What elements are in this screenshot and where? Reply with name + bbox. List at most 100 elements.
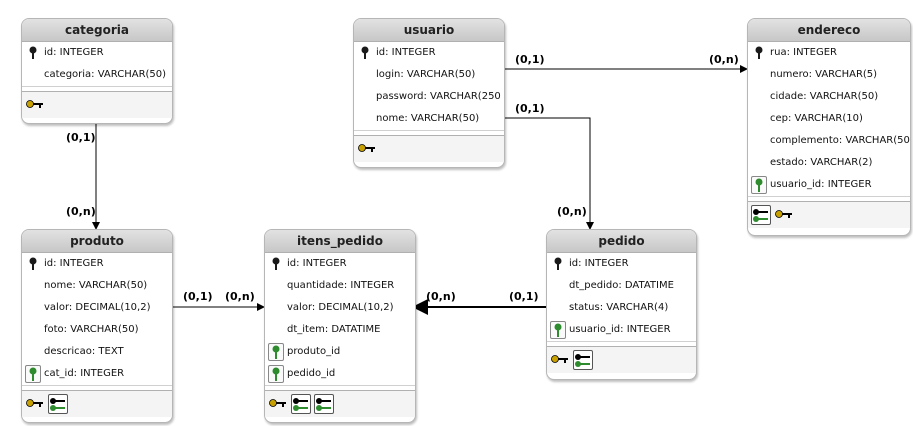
field-row[interactable]: descricao: TEXT <box>22 341 172 363</box>
field-row[interactable]: password: VARCHAR(250 <box>354 86 504 108</box>
index-section <box>22 390 172 417</box>
primary-key-icon <box>29 257 37 270</box>
entity-title: endereco <box>748 19 910 42</box>
foreign-key-index-icon <box>573 350 593 370</box>
primary-key-icon <box>29 46 37 59</box>
entity-produto[interactable]: produto id: INTEGER nome: VARCHAR(50) va… <box>21 229 173 423</box>
field-text: valor: DECIMAL(10,2) <box>44 302 151 313</box>
field-row[interactable]: dt_item: DATATIME <box>265 319 415 341</box>
field-row[interactable]: rua: INTEGER <box>748 42 910 64</box>
field-text: usuario_id: INTEGER <box>770 179 872 190</box>
index-key-icon <box>358 144 375 152</box>
field-text: quantidade: INTEGER <box>287 280 395 291</box>
index-section <box>748 201 910 228</box>
entity-categoria[interactable]: categoria id: INTEGER categoria: VARCHAR… <box>21 18 173 124</box>
field-row[interactable]: foto: VARCHAR(50) <box>22 319 172 341</box>
field-row[interactable]: id: INTEGER <box>547 253 696 275</box>
cardinality-label: (0,1) <box>515 53 545 66</box>
cardinality-label: (0,n) <box>557 205 587 218</box>
field-row[interactable]: usuario_id: INTEGER <box>748 174 910 196</box>
field-text: complemento: VARCHAR(50) <box>770 135 911 146</box>
primary-key-icon <box>755 46 763 59</box>
foreign-key-index-icon <box>48 394 68 414</box>
foreign-key-icon <box>751 176 767 194</box>
field-row[interactable]: id: INTEGER <box>22 253 172 275</box>
cardinality-label: (0,n) <box>426 290 456 303</box>
field-row[interactable]: quantidade: INTEGER <box>265 275 415 297</box>
field-text: valor: DECIMAL(10,2) <box>287 302 394 313</box>
cardinality-label: (0,1) <box>183 290 213 303</box>
field-text: descricao: TEXT <box>44 346 124 357</box>
field-text: numero: VARCHAR(5) <box>770 69 878 80</box>
index-section <box>547 346 696 373</box>
foreign-key-index-icon <box>314 394 334 414</box>
entity-title: pedido <box>547 230 696 253</box>
foreign-key-icon <box>268 343 284 361</box>
foreign-key-icon <box>268 365 284 383</box>
field-row[interactable]: id: INTEGER <box>354 42 504 64</box>
field-text: usuario_id: INTEGER <box>569 324 671 335</box>
field-text: id: INTEGER <box>287 258 347 269</box>
cardinality-label: (0,1) <box>509 290 539 303</box>
foreign-key-index-icon <box>751 205 771 225</box>
field-text: id: INTEGER <box>44 258 104 269</box>
field-text: pedido_id <box>287 368 336 379</box>
field-text: dt_item: DATATIME <box>287 324 381 335</box>
field-text: estado: VARCHAR(2) <box>770 157 873 168</box>
foreign-key-index-icon <box>291 394 311 414</box>
foreign-key-icon <box>25 365 41 383</box>
field-text: password: VARCHAR(250 <box>376 91 501 102</box>
field-text: cep: VARCHAR(10) <box>770 113 863 124</box>
primary-key-icon <box>272 257 280 270</box>
field-row[interactable]: pedido_id <box>265 363 415 385</box>
field-row[interactable]: status: VARCHAR(4) <box>547 297 696 319</box>
cardinality-label: (0,n) <box>709 53 739 66</box>
entity-title: itens_pedido <box>265 230 415 253</box>
index-section <box>354 135 504 162</box>
field-row[interactable]: complemento: VARCHAR(50) <box>748 130 910 152</box>
field-text: nome: VARCHAR(50) <box>44 280 148 291</box>
field-row[interactable]: categoria: VARCHAR(50) <box>22 64 172 86</box>
field-text: status: VARCHAR(4) <box>569 302 669 313</box>
cardinality-label: (0,n) <box>225 290 255 303</box>
field-text: categoria: VARCHAR(50) <box>44 69 167 80</box>
entity-usuario[interactable]: usuario id: INTEGER login: VARCHAR(50) p… <box>353 18 505 168</box>
field-text: login: VARCHAR(50) <box>376 69 476 80</box>
field-row[interactable]: usuario_id: INTEGER <box>547 319 696 341</box>
field-row[interactable]: cidade: VARCHAR(50) <box>748 86 910 108</box>
index-key-icon <box>551 355 568 363</box>
field-row[interactable]: cat_id: INTEGER <box>22 363 172 385</box>
field-row[interactable]: numero: VARCHAR(5) <box>748 64 910 86</box>
field-row[interactable]: estado: VARCHAR(2) <box>748 152 910 174</box>
field-row[interactable]: valor: DECIMAL(10,2) <box>22 297 172 319</box>
field-row[interactable]: valor: DECIMAL(10,2) <box>265 297 415 319</box>
entity-title: categoria <box>22 19 172 42</box>
field-row[interactable]: dt_pedido: DATATIME <box>547 275 696 297</box>
index-key-icon <box>26 399 43 407</box>
primary-key-icon <box>554 257 562 270</box>
field-text: cidade: VARCHAR(50) <box>770 91 879 102</box>
field-row[interactable]: produto_id <box>265 341 415 363</box>
entity-itens-pedido[interactable]: itens_pedido id: INTEGER quantidade: INT… <box>264 229 416 423</box>
field-row[interactable]: cep: VARCHAR(10) <box>748 108 910 130</box>
foreign-key-icon <box>550 321 566 339</box>
field-text: id: INTEGER <box>44 47 104 58</box>
field-text: id: INTEGER <box>569 258 629 269</box>
index-key-icon <box>775 210 792 218</box>
index-section <box>265 390 415 417</box>
field-row[interactable]: id: INTEGER <box>22 42 172 64</box>
field-row[interactable]: login: VARCHAR(50) <box>354 64 504 86</box>
field-row[interactable]: id: INTEGER <box>265 253 415 275</box>
field-row[interactable]: nome: VARCHAR(50) <box>354 108 504 130</box>
rel-usuario-pedido <box>503 117 594 230</box>
field-text: id: INTEGER <box>376 47 436 58</box>
cardinality-label: (0,n) <box>66 205 96 218</box>
primary-key-icon <box>361 46 369 59</box>
index-key-icon <box>269 399 286 407</box>
field-text: dt_pedido: DATATIME <box>569 280 674 291</box>
entity-pedido[interactable]: pedido id: INTEGER dt_pedido: DATATIME s… <box>546 229 697 380</box>
cardinality-label: (0,1) <box>66 131 96 144</box>
entity-endereco[interactable]: endereco rua: INTEGER numero: VARCHAR(5)… <box>747 18 911 236</box>
field-row[interactable]: nome: VARCHAR(50) <box>22 275 172 297</box>
field-text: produto_id <box>287 346 341 357</box>
